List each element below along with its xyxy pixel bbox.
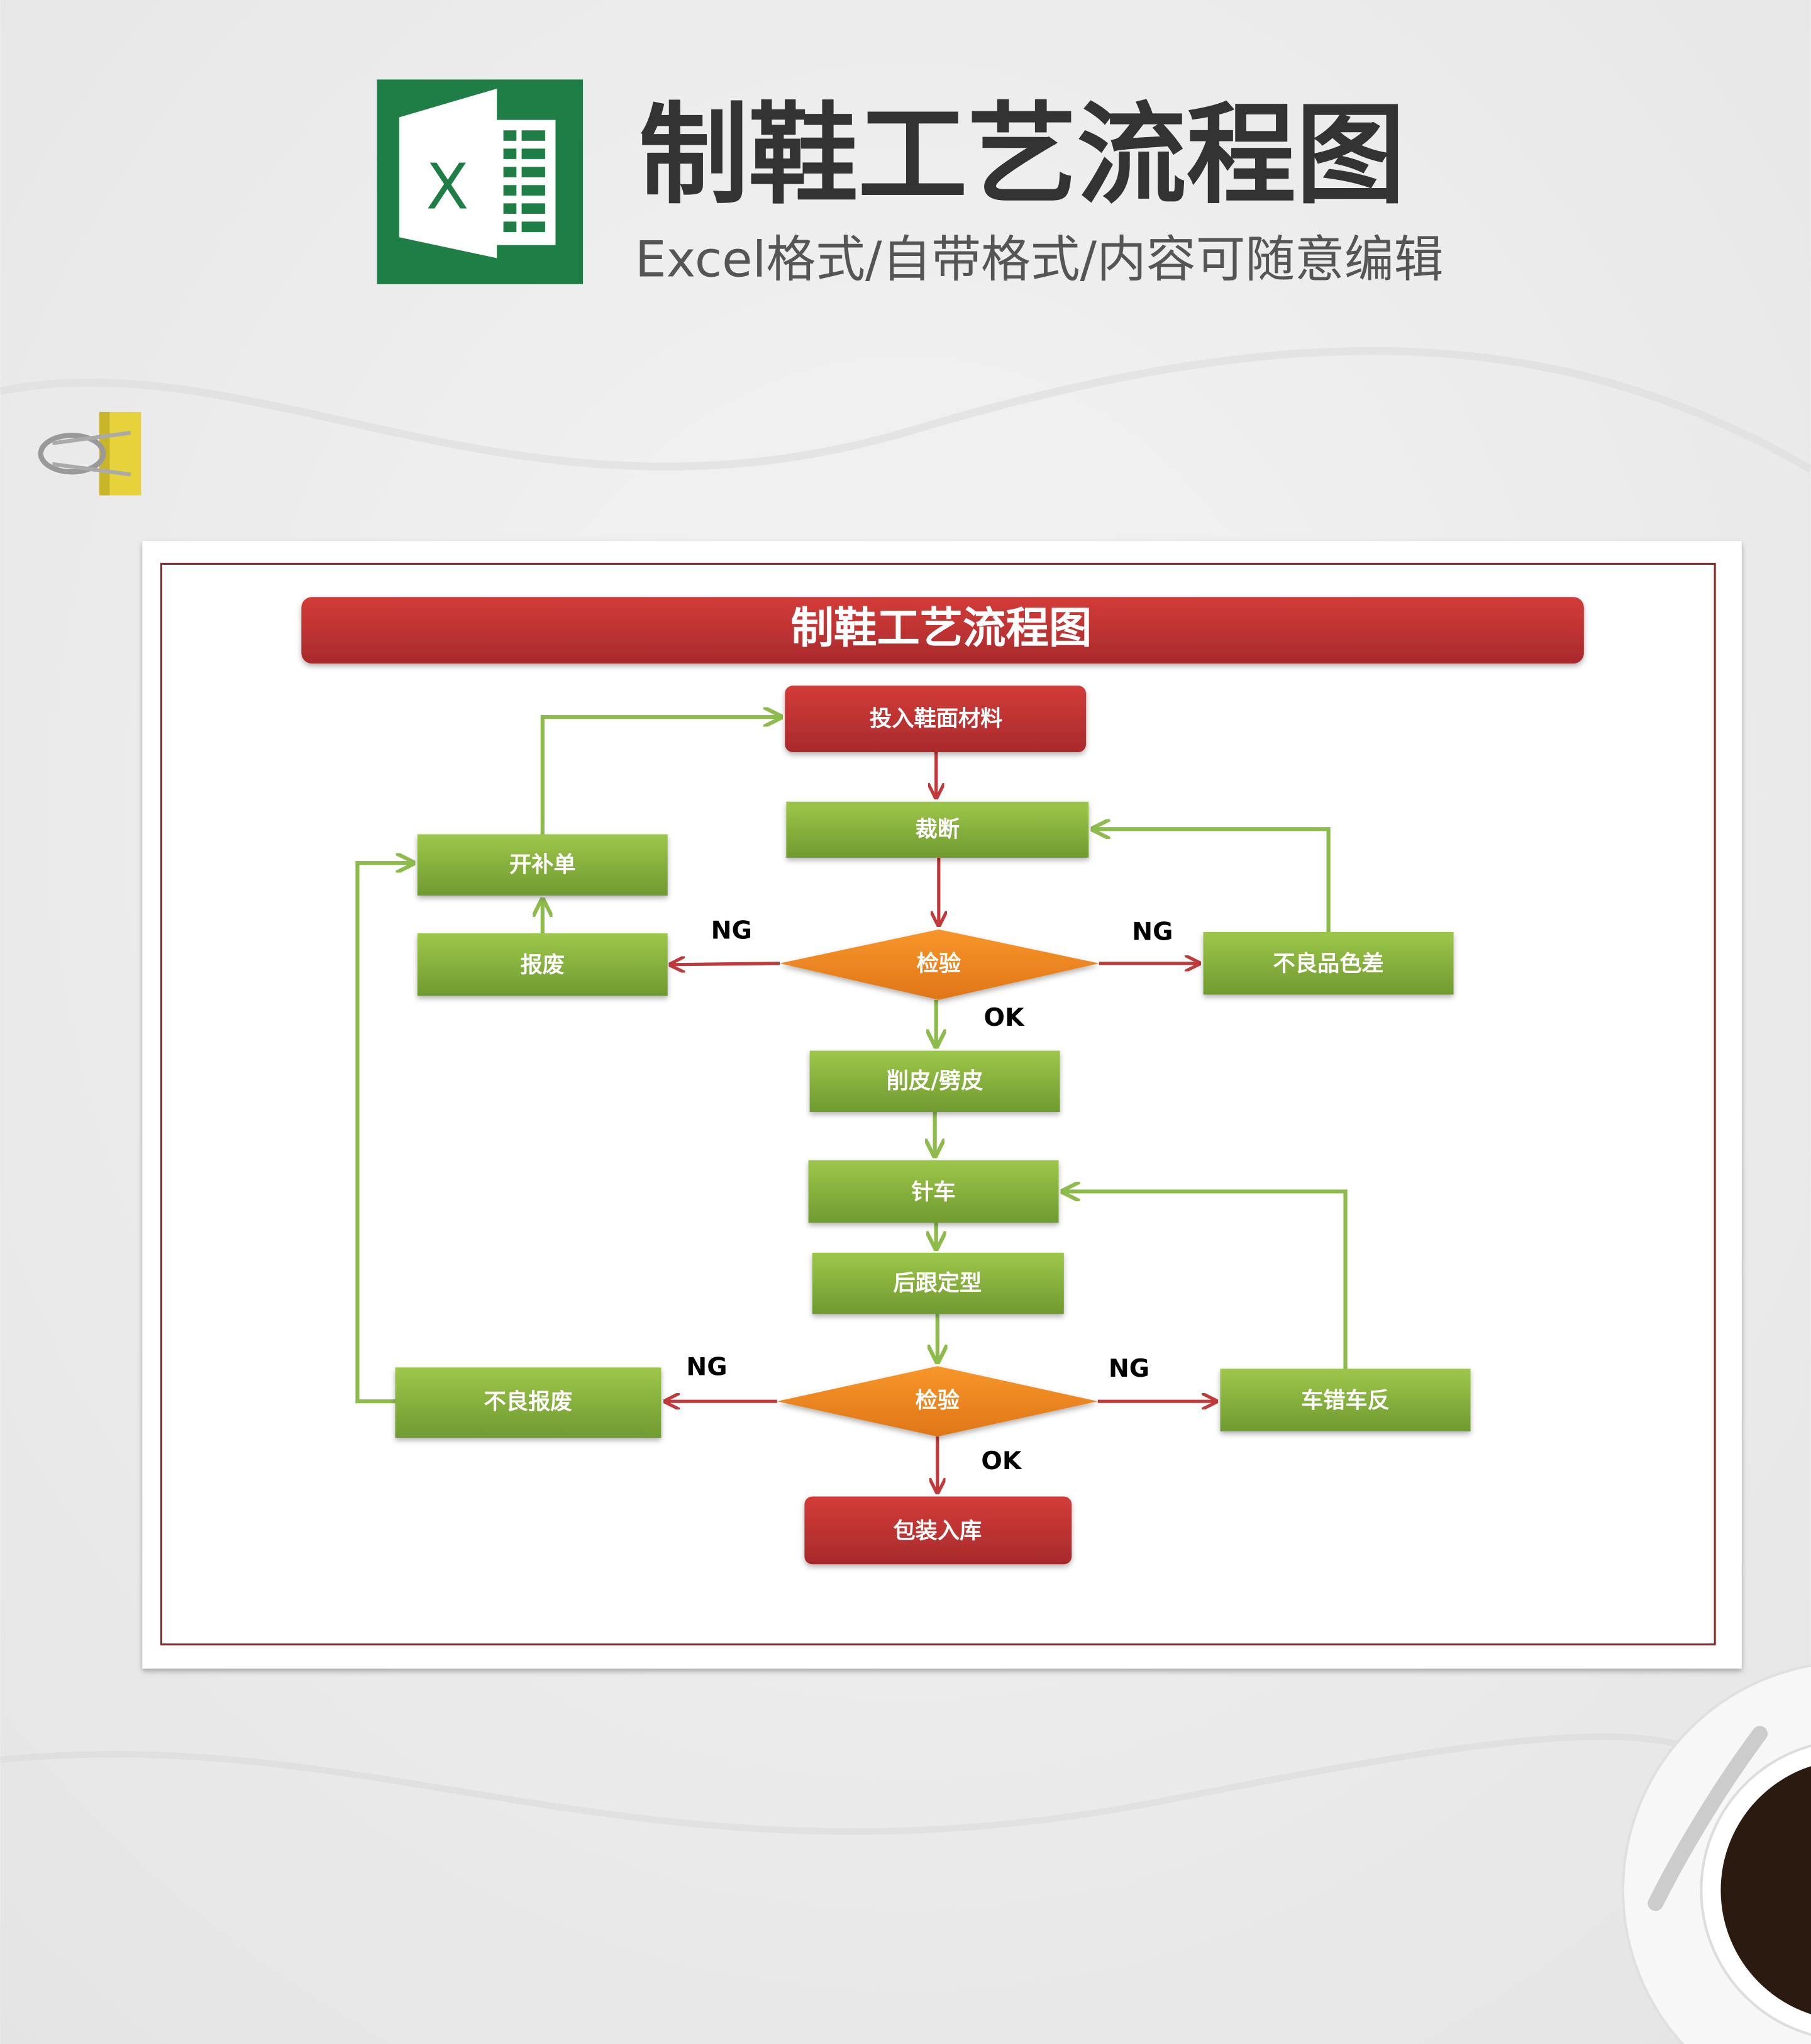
node-open-supplement: 开补单 <box>417 834 668 896</box>
arrow-color-defect-to-cutting <box>1092 829 1331 932</box>
svg-text:检验: 检验 <box>917 951 961 977</box>
page-title: 制鞋工艺流程图 <box>639 92 1405 219</box>
node-skiving: 削皮/劈皮 <box>809 1050 1060 1113</box>
label-ng-right-1: NG <box>1132 917 1173 946</box>
label-ok-1: OK <box>983 1003 1024 1032</box>
arrow-inspect1-to-scrap <box>670 964 780 965</box>
svg-text:车错车反: 车错车反 <box>1301 1388 1390 1414</box>
binder-clip-icon <box>38 411 141 496</box>
node-scrap: 报废 <box>417 933 668 996</box>
node-cutting: 裁断 <box>786 801 1089 858</box>
arrow-sewing-error-to-stitching <box>1063 1191 1348 1369</box>
sheet-border <box>160 562 1716 1646</box>
label-ng-left-1: NG <box>711 916 752 945</box>
svg-text:不良报废: 不良报废 <box>484 1389 573 1415</box>
page-subtitle: Excel格式/自带格式/内容可随意编辑 <box>635 230 1443 288</box>
arrow-open-supplement-to-input <box>540 717 781 835</box>
svg-text:开补单: 开补单 <box>509 852 576 878</box>
excel-logo-letter: X <box>426 152 468 224</box>
node-stitching: 针车 <box>808 1160 1059 1223</box>
arrow-defect-scrap-to-open-supplement <box>355 863 413 1404</box>
svg-text:后跟定型: 后跟定型 <box>893 1270 982 1296</box>
svg-text:不良品色差: 不良品色差 <box>1273 951 1384 977</box>
node-inspect-1: 检验 <box>779 929 1099 1000</box>
connectors <box>355 717 1348 1492</box>
banner-title: 制鞋工艺流程图 <box>791 604 1092 653</box>
svg-text:包装入库: 包装入库 <box>893 1518 982 1544</box>
label-ng-left-2: NG <box>686 1353 727 1382</box>
node-inspect-2: 检验 <box>777 1366 1098 1437</box>
svg-text:裁断: 裁断 <box>916 817 960 843</box>
svg-text:针车: 针车 <box>911 1179 955 1205</box>
node-color-defect: 不良品色差 <box>1203 931 1454 995</box>
coffee-cup-icon <box>1622 1664 1811 2044</box>
svg-text:报废: 报废 <box>521 952 565 978</box>
svg-text:削皮/劈皮: 削皮/劈皮 <box>887 1069 983 1094</box>
node-input-material: 投入鞋面材料 <box>785 686 1087 752</box>
label-ok-2: OK <box>981 1447 1022 1475</box>
svg-text:投入鞋面材料: 投入鞋面材料 <box>870 706 1002 731</box>
node-defect-scrap: 不良报废 <box>395 1367 662 1438</box>
node-packing: 包装入库 <box>804 1496 1072 1565</box>
node-sewing-error: 车错车反 <box>1220 1369 1471 1431</box>
label-ng-right-2: NG <box>1109 1354 1149 1383</box>
svg-text:检验: 检验 <box>916 1388 960 1414</box>
banner <box>301 597 1584 664</box>
excel-logo-icon: X <box>377 79 584 284</box>
node-heel-shaping: 后跟定型 <box>812 1252 1064 1314</box>
